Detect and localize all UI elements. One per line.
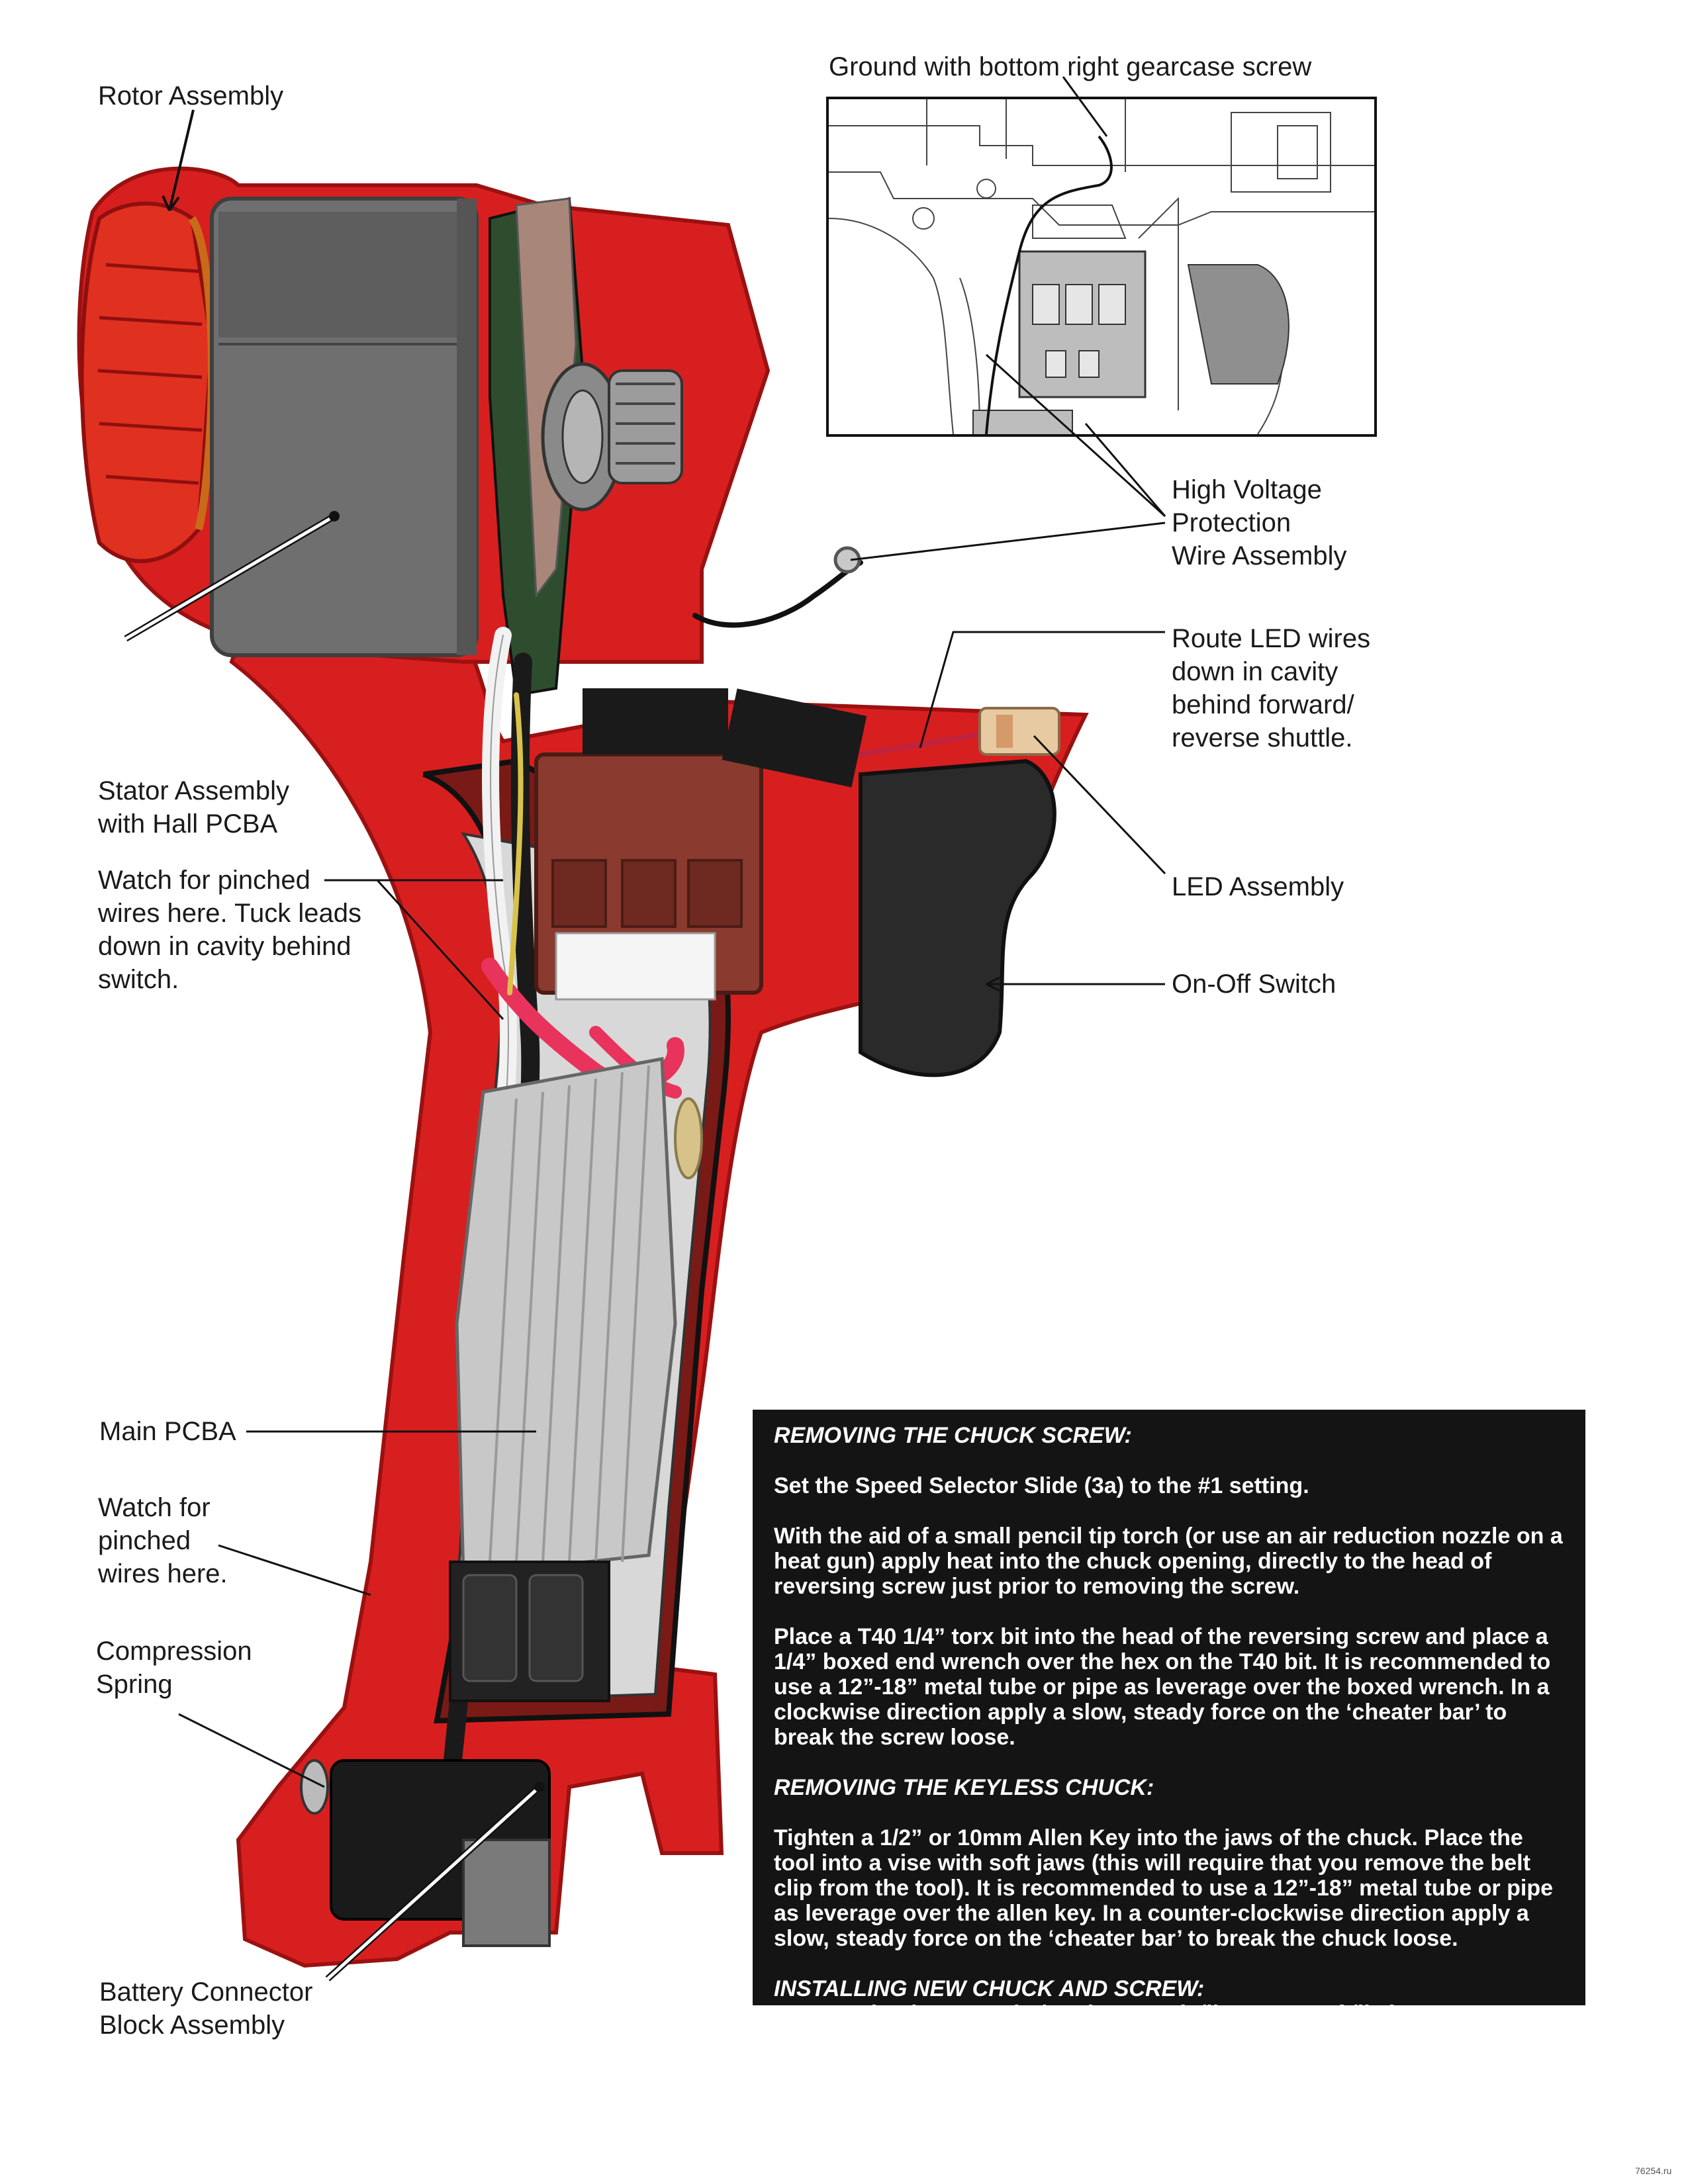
torque-chuck-spec: Torque Chuck to 1095 kg/cm (950.418 in/l… (774, 2001, 1398, 2026)
pinched-wires-note-upper: Watch for pinched wires here. Tuck leads… (98, 866, 361, 994)
battery-connector-label: Battery Connector Block Assembly (99, 1978, 313, 2040)
heading-removing-keyless-chuck: REMOVING THE KEYLESS CHUCK: (774, 1775, 1154, 1800)
site-watermark: 76254.ru (1635, 2165, 1672, 2176)
step-allen-key: Tighten a 1/2” or 10mm Allen Key into th… (774, 1825, 1554, 1951)
torque-screw-spec: Torque Screw to 461 kg/cm (400.130 in/lb… (774, 2026, 1383, 2052)
main-pcba-label: Main PCBA (99, 1417, 236, 1446)
route-led-wires-label: Route LED wires down in cavity behind fo… (1172, 624, 1371, 752)
ground-wire-inset (826, 97, 1377, 437)
heading-removing-chuck-screw: REMOVING THE CHUCK SCREW: (774, 1423, 1132, 1448)
pointer-arrows (124, 76, 1166, 1981)
rotor-fan (79, 201, 216, 563)
chuck-removal-instructions: REMOVING THE CHUCK SCREW: Set the Speed … (753, 1410, 1585, 2052)
ring-terminal (833, 546, 861, 574)
hv-wire-label: High Voltage Protection Wire Assembly (1172, 475, 1347, 570)
rotor-assembly-label: Rotor Assembly (98, 81, 284, 111)
pinched-wires-note-lower: Watch for pinched wires here. (98, 1493, 228, 1588)
compression-spring (300, 1759, 329, 1815)
bearing-pinion (541, 362, 683, 512)
heading-installing-new-chuck: INSTALLING NEW CHUCK AND SCREW: (774, 1976, 1205, 2001)
stator-assembly (210, 197, 479, 657)
ground-wire-label: Ground with bottom right gearcase screw (829, 52, 1312, 81)
on-off-trigger (859, 758, 1056, 1077)
on-off-switch-label: On-Off Switch (1172, 970, 1336, 999)
battery-connector-block (300, 1759, 551, 1947)
led-assembly (978, 707, 1060, 756)
switch-block (534, 688, 867, 1001)
step-apply-heat: With the aid of a small pencil tip torch… (774, 1524, 1563, 1599)
step-speed-selector: Set the Speed Selector Slide (3a) to the… (774, 1473, 1309, 1498)
stator-assembly-label: Stator Assembly with Hall PCBA (98, 776, 290, 839)
main-pcba-heatsink (449, 1057, 703, 1702)
compression-spring-label: Compression Spring (96, 1637, 252, 1699)
step-torx-bit: Place a T40 1/4” torx bit into the head … (774, 1624, 1551, 1750)
led-assembly-label: LED Assembly (1172, 872, 1344, 901)
